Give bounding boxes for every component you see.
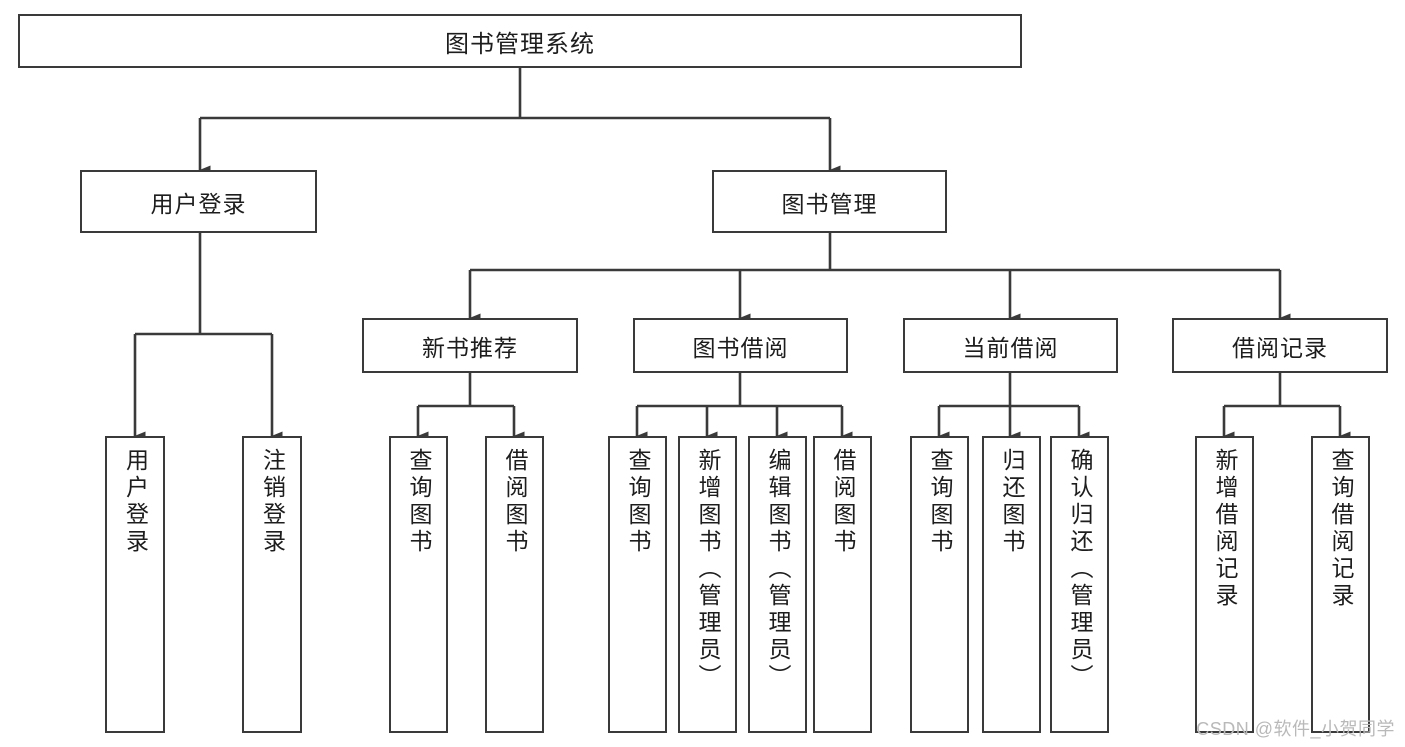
node-root-system[interactable]: 图书管理系统	[18, 14, 1022, 68]
node-current-borrow[interactable]: 当前借阅	[903, 318, 1118, 373]
node-label: 注销登录	[259, 448, 286, 556]
leaf-current-confirm-return-admin[interactable]: 确认归还（管理员）	[1050, 436, 1109, 733]
node-label: 借阅记录	[1232, 334, 1328, 361]
node-label: 用户登录	[122, 448, 149, 556]
node-label: 借阅图书	[502, 448, 528, 556]
node-borrow-record[interactable]: 借阅记录	[1172, 318, 1388, 373]
node-label: 编辑图书（管理员）	[765, 448, 791, 691]
leaf-current-return-book[interactable]: 归还图书	[982, 436, 1041, 733]
node-label: 查询图书	[406, 448, 432, 556]
node-label: 新增图书（管理员）	[695, 448, 721, 691]
node-label: 图书管理系统	[445, 30, 595, 58]
node-label: 当前借阅	[962, 334, 1059, 361]
leaf-borrow-query-book[interactable]: 查询图书	[608, 436, 667, 733]
node-label: 查询图书	[927, 448, 953, 556]
node-user-login[interactable]: 用户登录	[80, 170, 317, 233]
leaf-record-query-borrow-record[interactable]: 查询借阅记录	[1311, 436, 1370, 733]
node-label: 查询借阅记录	[1328, 448, 1354, 610]
node-label: 归还图书	[999, 448, 1025, 556]
leaf-user-login[interactable]: 用户登录	[105, 436, 165, 733]
node-book-management[interactable]: 图书管理	[712, 170, 947, 233]
node-label: 新增借阅记录	[1212, 448, 1238, 610]
watermark: CSDN @软件_小贺同学	[1196, 719, 1395, 739]
node-label: 用户登录	[150, 190, 247, 217]
leaf-borrow-add-book-admin[interactable]: 新增图书（管理员）	[678, 436, 737, 733]
node-label: 新书推荐	[422, 334, 518, 361]
leaf-borrow-edit-book-admin[interactable]: 编辑图书（管理员）	[748, 436, 807, 733]
node-label: 查询图书	[625, 448, 651, 556]
leaf-record-add-borrow-record[interactable]: 新增借阅记录	[1195, 436, 1254, 733]
leaf-logout[interactable]: 注销登录	[242, 436, 302, 733]
node-label: 图书管理	[781, 190, 878, 217]
leaf-current-query-book[interactable]: 查询图书	[910, 436, 969, 733]
leaf-recommend-borrow-book[interactable]: 借阅图书	[485, 436, 544, 733]
leaf-borrow-borrow-book[interactable]: 借阅图书	[813, 436, 872, 733]
leaf-recommend-query-book[interactable]: 查询图书	[389, 436, 448, 733]
node-book-borrow[interactable]: 图书借阅	[633, 318, 848, 373]
node-label: 图书借阅	[692, 334, 789, 361]
node-label: 借阅图书	[830, 448, 856, 556]
node-new-book-recommend[interactable]: 新书推荐	[362, 318, 578, 373]
node-label: 确认归还（管理员）	[1067, 448, 1093, 691]
